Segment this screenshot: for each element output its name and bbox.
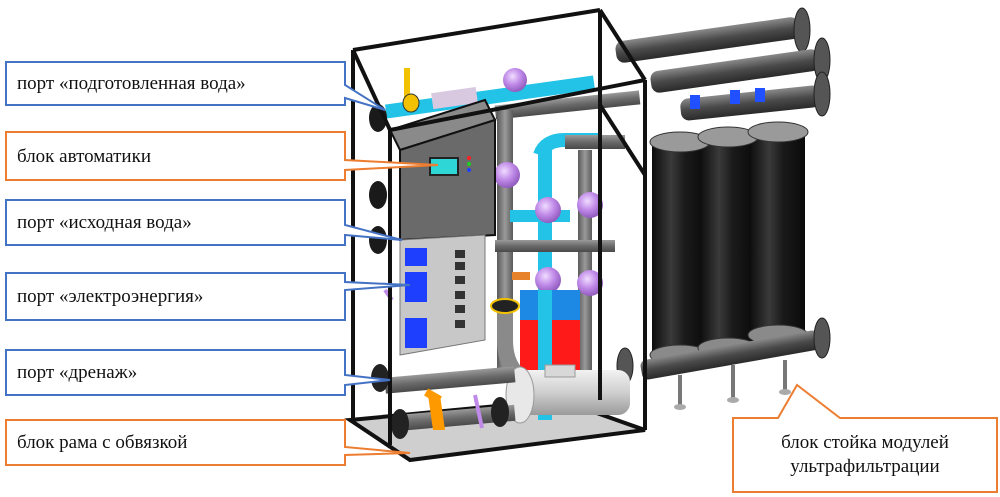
- top-valve-handle: [402, 68, 420, 113]
- electrical-panel: [399, 234, 486, 356]
- callout-port-drain: порт «дренаж»: [17, 362, 138, 383]
- callout-port-treated-water: порт «подготовленная вода»: [17, 73, 246, 94]
- uf-module-rack: [615, 7, 831, 410]
- callout-block-automation: блок автоматики: [17, 146, 151, 167]
- callout-block-frame: блок рама с обвязкой: [17, 432, 188, 453]
- callout-block-uf-rack-line2: ультрафильтрации: [790, 456, 940, 477]
- callout-port-source-water: порт «исходная вода»: [17, 212, 192, 233]
- callout-port-electricity: порт «электроэнергия»: [17, 286, 204, 307]
- callout-block-uf-rack-line1: блок стойка модулей: [781, 432, 949, 453]
- callout-block-uf-rack: блок стойка модулей ультрафильтрации: [733, 431, 997, 479]
